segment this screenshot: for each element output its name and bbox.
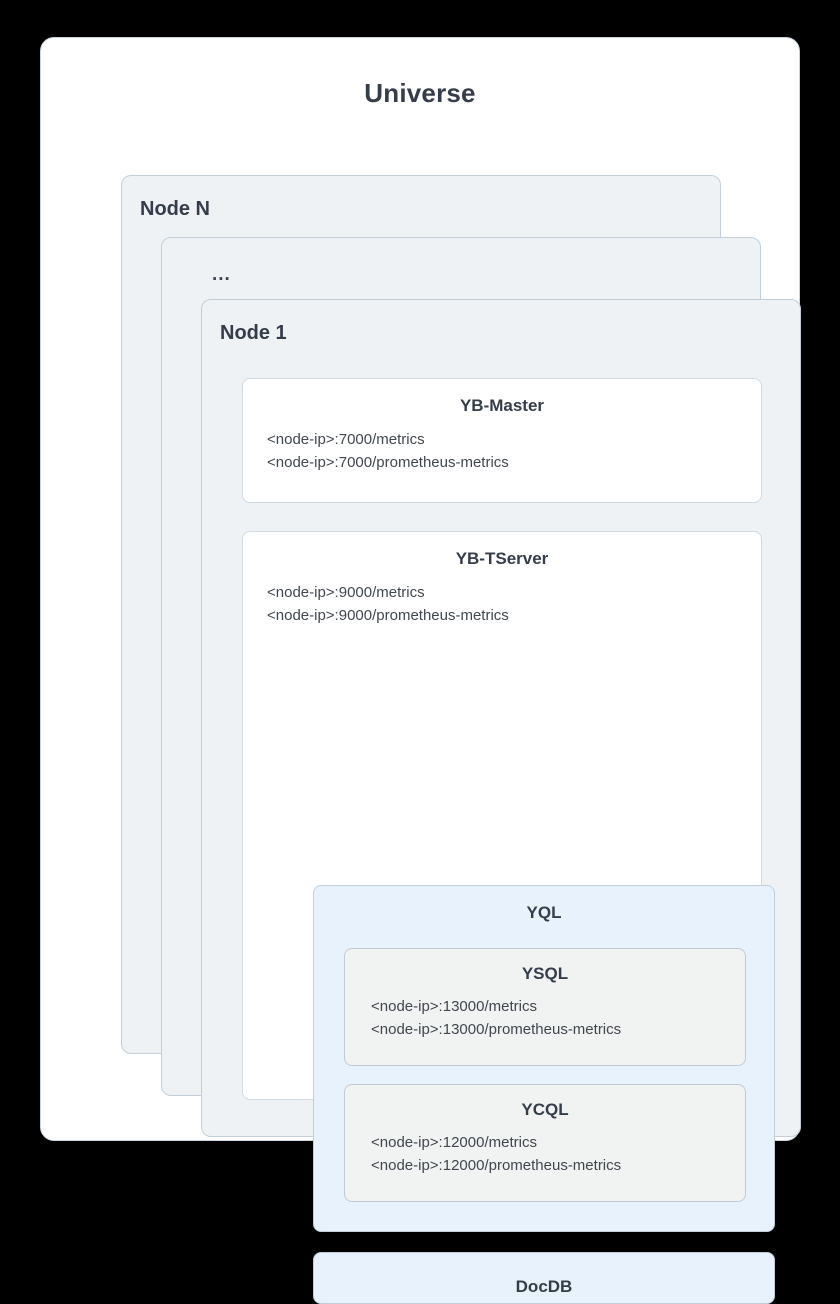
yb-master-box: YB-Master <node-ip>:7000/metrics <node-i…	[242, 378, 762, 503]
yb-master-endpoints: <node-ip>:7000/metrics <node-ip>:7000/pr…	[267, 428, 761, 474]
docdb-box: DocDB	[313, 1252, 775, 1304]
endpoint-item: <node-ip>:7000/prometheus-metrics	[267, 454, 509, 471]
ycql-title: YCQL	[521, 1100, 569, 1119]
node-card-1: Node 1 YB-Master <node-ip>:7000/metrics …	[201, 299, 801, 1304]
endpoint-item: <node-ip>:13000/prometheus-metrics	[371, 1021, 622, 1038]
docdb-title: DocDB	[515, 1276, 573, 1296]
endpoint-item: <node-ip>:12000/metrics	[371, 1134, 537, 1151]
ysql-endpoints: <node-ip>:13000/metrics <node-ip>:13000/…	[371, 995, 745, 1041]
ycql-endpoints: <node-ip>:12000/metrics <node-ip>:12000/…	[371, 1131, 745, 1177]
endpoint-item: <node-ip>:9000/metrics	[267, 584, 425, 601]
endpoint-item: <node-ip>:7000/metrics	[267, 431, 425, 448]
yb-tserver-title: YB-TServer	[455, 549, 549, 568]
universe-panel: Universe Node N ... Node 1 YB-Master <no…	[40, 37, 801, 1304]
endpoint-item: <node-ip>:13000/metrics	[371, 998, 537, 1015]
yql-title: YQL	[526, 903, 562, 922]
universe-title: Universe	[364, 78, 476, 108]
yb-tserver-box: YB-TServer <node-ip>:9000/metrics <node-…	[242, 531, 775, 1304]
node-1-label: Node 1	[220, 322, 287, 344]
endpoint-item: <node-ip>:12000/prometheus-metrics	[371, 1157, 622, 1174]
ycql-box: YCQL <node-ip>:12000/metrics <node-ip>:1…	[344, 1084, 746, 1202]
endpoint-item: <node-ip>:9000/prometheus-metrics	[267, 607, 509, 624]
yb-master-title: YB-Master	[459, 396, 545, 415]
yb-tserver-endpoints: <node-ip>:9000/metrics <node-ip>:9000/pr…	[267, 581, 761, 627]
node-n-label: Node N	[140, 198, 210, 220]
node-ellipsis-label: ...	[212, 264, 231, 285]
ysql-title: YSQL	[521, 964, 569, 983]
ysql-box: YSQL <node-ip>:13000/metrics <node-ip>:1…	[344, 948, 746, 1066]
